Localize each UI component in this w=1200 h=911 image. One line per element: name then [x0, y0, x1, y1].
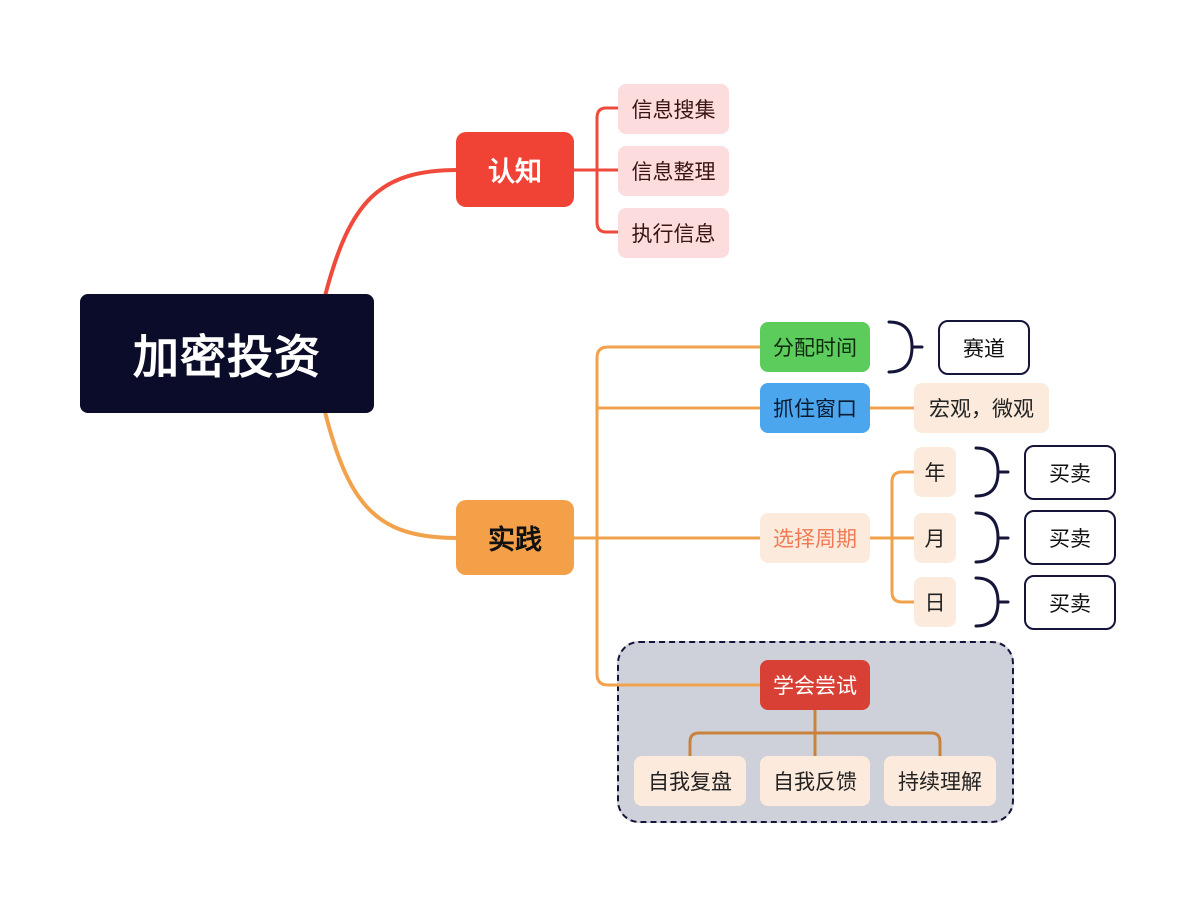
subtopic-choose-cycle[interactable]: 选择周期: [760, 513, 870, 563]
subtopic-self-feedback[interactable]: 自我反馈: [760, 756, 870, 806]
summary-buy-sell-year[interactable]: 买卖: [1024, 445, 1116, 500]
topic-cognition[interactable]: 认知: [456, 132, 574, 207]
summary-buy-sell-month[interactable]: 买卖: [1024, 510, 1116, 565]
subtopic-info-organize[interactable]: 信息整理: [618, 146, 729, 196]
topic-practice[interactable]: 实践: [456, 500, 574, 575]
connector-root-practice: [323, 410, 460, 540]
subtopic-self-review[interactable]: 自我复盘: [634, 756, 746, 806]
summary-braces: [887, 320, 1010, 628]
connector-practice-children: [572, 345, 916, 687]
subtopic-learn-to-try[interactable]: 学会尝试: [760, 660, 870, 710]
root-topic[interactable]: 加密投资: [80, 294, 374, 413]
connector-cognition-children: [572, 106, 620, 234]
subtopic-info-collect[interactable]: 信息搜集: [618, 84, 729, 134]
summary-track[interactable]: 赛道: [938, 320, 1030, 375]
subtopic-execute-info[interactable]: 执行信息: [618, 208, 729, 258]
cycle-year[interactable]: 年: [914, 447, 956, 497]
connector-learn-children: [688, 708, 942, 758]
connector-root-cognition: [323, 168, 460, 298]
summary-buy-sell-day[interactable]: 买卖: [1024, 575, 1116, 630]
cycle-day[interactable]: 日: [914, 577, 956, 627]
subtopic-macro-micro[interactable]: 宏观，微观: [914, 383, 1049, 433]
subtopic-catch-window[interactable]: 抓住窗口: [760, 383, 870, 433]
subtopic-allocate-time[interactable]: 分配时间: [760, 322, 870, 372]
subtopic-keep-understanding[interactable]: 持续理解: [884, 756, 996, 806]
cycle-month[interactable]: 月: [914, 513, 956, 563]
